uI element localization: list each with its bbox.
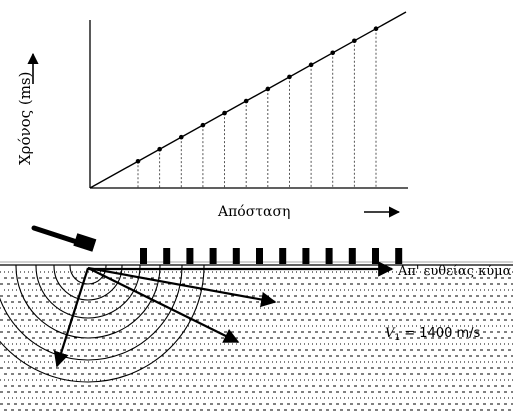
data-point xyxy=(330,50,336,56)
geophone-icon xyxy=(348,248,356,264)
data-point xyxy=(352,38,357,44)
velocity-label: V1 = 1400 m/s xyxy=(385,326,480,343)
x-axis-label: Απόσταση xyxy=(218,204,291,220)
ray-paths xyxy=(53,261,394,368)
velocity-symbol: V xyxy=(385,326,395,341)
data-point xyxy=(373,26,379,32)
wavefront-4 xyxy=(15,265,161,339)
y-axis-label: Χρόνος (ms) xyxy=(16,71,34,165)
geophone-icon xyxy=(163,248,171,264)
geophone-icon xyxy=(395,248,403,264)
wavefronts xyxy=(0,265,205,383)
data-point xyxy=(200,122,206,128)
data-point xyxy=(308,62,314,68)
time-distance-graph xyxy=(27,11,408,218)
wavefront-6 xyxy=(0,265,205,383)
geophone-icon xyxy=(140,248,147,264)
subsurface-section xyxy=(0,225,513,411)
hammer-icon xyxy=(31,225,97,252)
data-point xyxy=(135,158,141,164)
geophone-icon xyxy=(256,248,263,264)
ray-2 xyxy=(87,267,240,343)
geophone-icon xyxy=(279,248,287,264)
geophone-icon xyxy=(372,248,379,264)
geophone-icon xyxy=(186,248,194,264)
geophone-icon xyxy=(325,248,333,264)
wavefront-2 xyxy=(53,265,123,301)
wavefront-5 xyxy=(0,265,183,361)
geophones xyxy=(140,248,403,264)
wavefront-3 xyxy=(35,265,141,319)
geophone-icon xyxy=(302,248,310,264)
data-point xyxy=(243,98,249,104)
ray-3 xyxy=(53,267,90,368)
ray-1 xyxy=(87,266,277,308)
wavefront-1 xyxy=(69,265,107,285)
velocity-value: = 1400 m/s xyxy=(404,326,481,341)
geophone-icon xyxy=(209,248,217,264)
data-point xyxy=(178,134,184,140)
data-points xyxy=(135,26,379,164)
data-point xyxy=(222,110,227,116)
velocity-subscript: 1 xyxy=(394,333,401,343)
drop-lines xyxy=(137,28,377,188)
data-point xyxy=(157,146,162,152)
data-point xyxy=(265,86,271,92)
direct-wave-label: Απ' ευθείας κύμα xyxy=(398,264,512,279)
data-point xyxy=(287,74,292,80)
geophone-icon xyxy=(232,248,240,264)
